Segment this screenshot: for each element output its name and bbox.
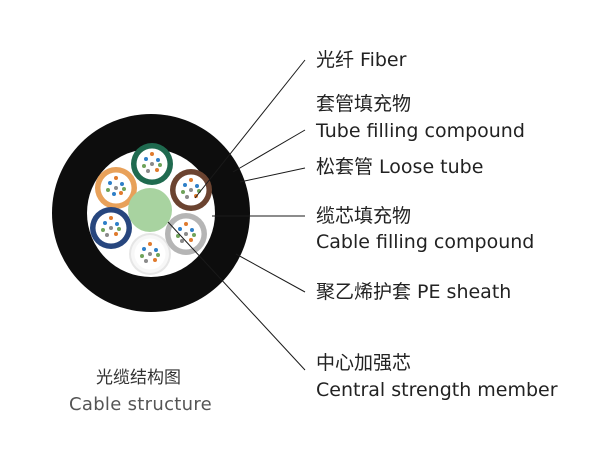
leader-line-loose-tube <box>239 167 306 183</box>
loose-tube-white <box>129 233 171 275</box>
label-strength-member-en: Central strength member <box>316 379 558 401</box>
caption-title-en: Cable structure <box>69 394 213 415</box>
leader-lines <box>167 59 306 371</box>
loose-tube-brown <box>170 169 212 211</box>
label-tube-filling-cn: 套管填充物 <box>316 93 412 115</box>
label-cable-filling-cn: 缆芯填充物 <box>316 205 412 227</box>
leader-line-tube-filling <box>232 129 306 173</box>
leader-line-pe-sheath <box>235 253 306 293</box>
loose-tube-blue <box>90 207 132 249</box>
label-pe-sheath: 聚乙烯护套 PE sheath <box>316 281 512 303</box>
label-fiber: 光纤 Fiber <box>316 49 407 71</box>
leader-line-strength-member <box>167 221 306 371</box>
label-strength-member-cn: 中心加强芯 <box>316 352 412 374</box>
label-cable-filling-en: Cable filling compound <box>316 231 535 253</box>
central-strength-member <box>128 188 172 232</box>
loose-tube-green <box>131 143 173 185</box>
loose-tube-grey <box>165 213 207 255</box>
label-loose-tube: 松套管 Loose tube <box>316 156 484 178</box>
loose-tube-orange <box>95 167 137 209</box>
caption-title-cn: 光缆结构图 <box>96 368 181 388</box>
label-tube-filling-en: Tube filling compound <box>316 120 525 142</box>
leader-line-fiber <box>194 59 306 199</box>
